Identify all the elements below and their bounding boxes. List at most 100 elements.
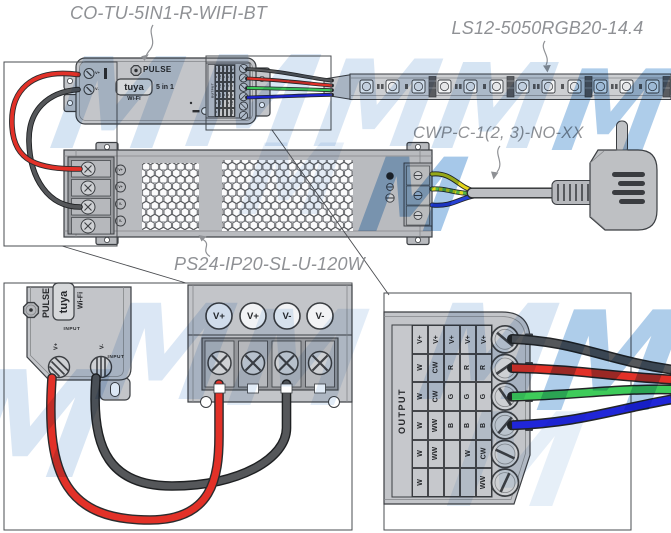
strip-resistor	[377, 84, 380, 89]
output-table-cell: W	[214, 81, 219, 91]
input-label-detail: INPUT	[63, 326, 81, 332]
output-table-cell: R	[230, 73, 235, 82]
terminal-polarity-badge	[239, 302, 267, 330]
screw-icon	[238, 63, 249, 121]
screw-icon	[490, 324, 520, 497]
output-table-cell: V+	[230, 64, 235, 74]
output-table-cell: W	[412, 410, 428, 440]
input-label-detail-2: INPUT	[107, 354, 125, 360]
strip-solder-pad	[428, 76, 437, 98]
detail-box-left	[3, 282, 353, 531]
input-wires-main	[9, 70, 83, 210]
output-table-cell	[444, 468, 460, 497]
callout-leaders	[141, 24, 551, 258]
output-table-cell: V+	[226, 64, 231, 74]
psu-terminal-label: V+	[118, 168, 123, 172]
wire-red-input	[10, 71, 82, 171]
psu-terminal-badge-label: V-	[315, 310, 325, 322]
output-table-cell: V+	[214, 64, 219, 74]
wire-black-input	[27, 87, 82, 209]
output-table-cell: G	[444, 382, 460, 411]
output-table-cell: B	[444, 410, 460, 440]
output-table-cell: R	[226, 73, 231, 82]
strip-resistor	[483, 84, 486, 89]
callout-led-strip-label: LS12-5050RGB20-14.4	[451, 18, 644, 38]
strip-solder-pad	[584, 76, 593, 98]
strip-resistor	[537, 84, 540, 89]
wire-red-output-detail	[511, 364, 671, 383]
strip-resistor	[615, 84, 618, 89]
output-table-cell: CW	[428, 353, 444, 383]
output-table-cell: W	[226, 99, 231, 108]
psu-device	[63, 141, 433, 246]
output-table-cell: G	[476, 382, 492, 411]
output-table-cell: CW	[218, 73, 223, 82]
output-table-cell: W	[412, 439, 428, 469]
wire-green-detail	[511, 385, 671, 401]
output-table-cell	[460, 468, 476, 497]
wire-red-detail	[47, 374, 223, 524]
output-table-cell	[444, 439, 460, 469]
output-table-cell: CW	[428, 382, 444, 411]
ac-plug	[589, 120, 658, 231]
wire-blue-detail	[511, 396, 671, 429]
output-table-cell: V+	[222, 64, 227, 74]
output-wires-detail	[507, 334, 671, 431]
rgb-wires-main	[245, 67, 334, 100]
terminal-polarity-badge	[205, 302, 233, 330]
output-table-cell: W	[214, 73, 219, 82]
psu-vent-grid-left	[142, 163, 199, 230]
output-table-cell: V+	[460, 325, 476, 354]
callout-psu-label: PS24-IP20-SL-U-120W	[174, 254, 365, 274]
output-table-cell: B	[476, 410, 492, 440]
wire-black-output-detail	[511, 335, 671, 373]
psu-terminal-badge-label: V+	[247, 310, 259, 322]
tuya-badge-label-detail: tuya	[57, 290, 70, 313]
strip-resistor	[381, 84, 384, 89]
psu-terminal-polarity-marks	[115, 164, 126, 227]
output-table-cell: W	[412, 353, 428, 383]
wifi-label-detail: Wi-Fi	[77, 291, 85, 309]
psu-terminal-badge-label: V-	[282, 310, 292, 322]
psu-terminal-label: V+	[118, 185, 123, 189]
output-table-cell: WW	[218, 90, 223, 100]
mode-label: 5 in 1	[156, 83, 174, 91]
wire-green-out	[246, 86, 333, 92]
power-cord-assembly	[429, 120, 658, 231]
detail-frame-input	[3, 61, 118, 247]
screw-icon	[47, 355, 113, 379]
psu-ac-terminal-block	[403, 162, 433, 227]
strip-led-modules	[359, 76, 671, 98]
tuya-badge	[115, 78, 153, 96]
detail-connector-line-right	[271, 129, 390, 296]
output-table-cell	[428, 468, 444, 497]
output-table-cell: W	[214, 99, 219, 108]
terminal-polarity-badge	[273, 302, 301, 330]
strip-resistor	[639, 84, 642, 89]
output-table-cell: R	[222, 73, 227, 82]
strip-resistor	[533, 84, 536, 89]
output-table-cell: G	[222, 81, 227, 91]
output-label-detail: OUTPUT	[397, 388, 407, 434]
wire-black-out	[246, 67, 333, 82]
wifi-label: Wi-Fi	[127, 96, 141, 102]
output-table-cell	[226, 107, 231, 117]
output-table-cell: WW	[428, 439, 444, 469]
output-label-mini: OUTPUT	[209, 82, 214, 99]
mounting-notch	[200, 396, 212, 408]
wire-black-detail	[91, 374, 290, 490]
input-terminal-vminus-label: V-	[95, 86, 99, 91]
output-table-cell: B	[230, 90, 235, 100]
output-table-cell: B	[460, 410, 476, 440]
output-table-cell: G	[226, 81, 231, 91]
screw-icon	[80, 161, 96, 234]
output-table-cell: R	[460, 353, 476, 383]
input-terminal-vplus-label: V+	[95, 70, 101, 75]
plug-pin	[616, 120, 628, 154]
detail-view-input	[3, 282, 353, 531]
plug-grip-grooves	[612, 172, 645, 204]
led-indicator-icon	[386, 172, 394, 180]
psu-terminal-label: V-	[118, 202, 123, 206]
controller-input-terminals	[83, 68, 107, 95]
